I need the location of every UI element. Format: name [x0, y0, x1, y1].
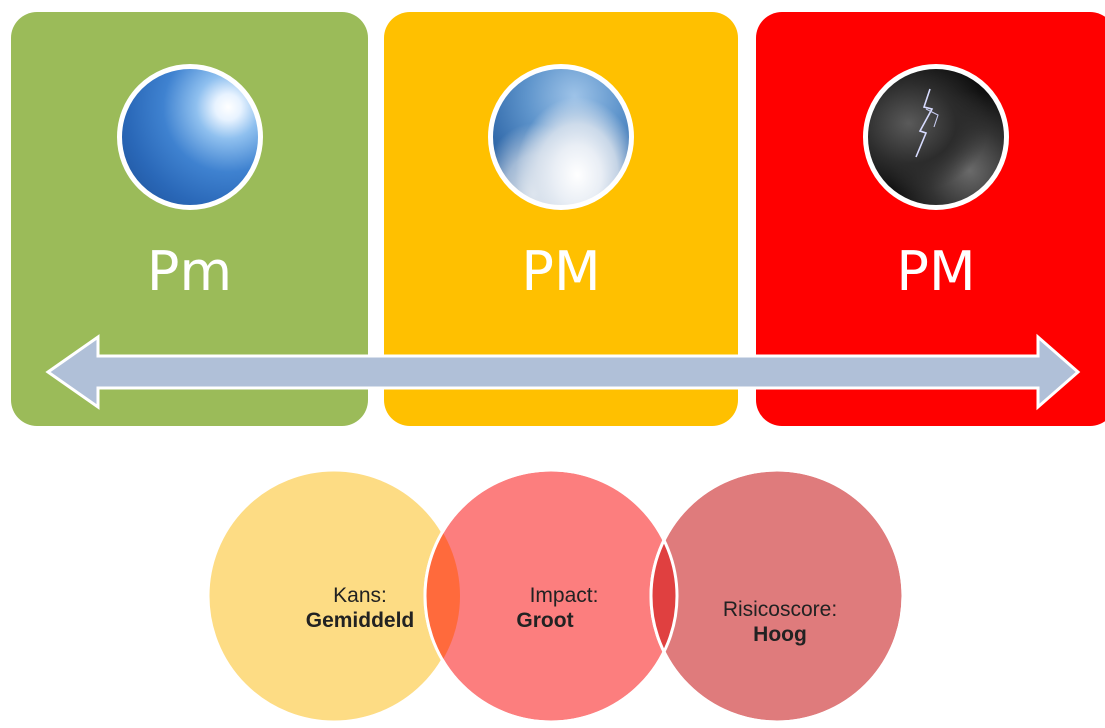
risico-value: Hoog: [753, 623, 807, 646]
panel-label-amber: PM: [521, 240, 601, 303]
double-arrow: [48, 337, 1078, 407]
venn-text-impact: Impact: Groot: [494, 583, 634, 633]
venn-text-kans: Kans: Gemiddeld: [290, 583, 430, 633]
panel-label-green: Pm: [146, 240, 233, 303]
kans-value: Gemiddeld: [305, 609, 415, 632]
impact-label: Impact:: [529, 584, 599, 607]
cloudy-sky-icon: [488, 64, 634, 210]
storm-sky-icon: [863, 64, 1009, 210]
impact-value: Groot: [516, 609, 574, 632]
panel-label-red: PM: [896, 240, 976, 303]
kans-label: Kans:: [333, 584, 387, 607]
risico-label: Risicoscore:: [722, 598, 838, 621]
lightning-bolt-icon: [915, 88, 939, 158]
sunny-sky-icon: [116, 64, 263, 210]
venn-text-risico: Risicoscore: Hoog: [700, 597, 860, 647]
